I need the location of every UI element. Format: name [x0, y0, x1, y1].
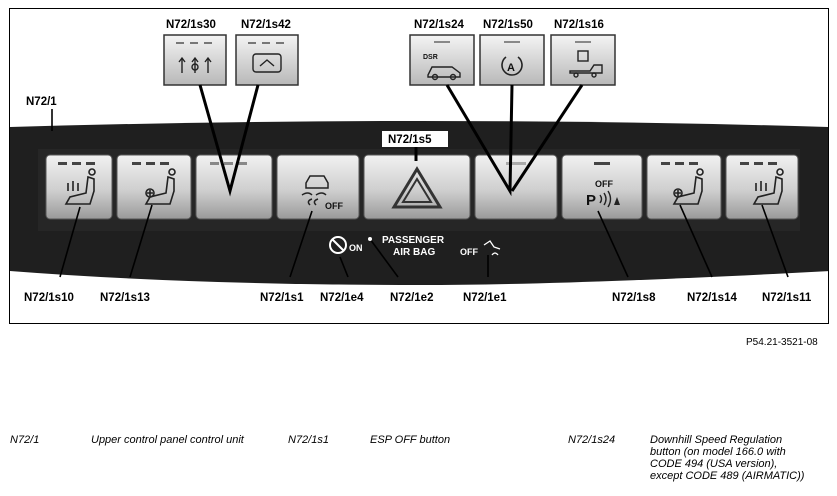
- status-leds: [210, 162, 247, 165]
- dsr-car-icon: [427, 66, 461, 81]
- seat-ventilation-icon: [672, 168, 704, 205]
- icon-tile-s42: [235, 34, 299, 86]
- status-leds: [661, 162, 698, 165]
- legend-desc-line: button (on model 166.0 with: [650, 446, 786, 458]
- svg-text:A: A: [507, 62, 515, 74]
- label-s11: N72/1s11: [762, 292, 812, 304]
- status-leds: [506, 162, 526, 165]
- button-s1[interactable]: OFF: [276, 154, 360, 220]
- esp-off-text: OFF: [325, 201, 343, 211]
- legend-desc-line: except CODE 489 (AIRMATIC)): [650, 470, 805, 482]
- passenger-airbag-icon: [483, 240, 501, 256]
- legend-code-n72-1s1: N72/1s1: [288, 434, 329, 446]
- label-s1: N72/1s1: [260, 292, 304, 304]
- icon-tile-s50: A: [479, 34, 545, 86]
- esp-car-icon: [301, 175, 329, 206]
- seat-heat-icon: [64, 168, 96, 205]
- label-e2: N72/1e2: [390, 292, 433, 304]
- legend-desc-line: CODE 494 (USA version),: [650, 458, 778, 470]
- legend-desc-line: Downhill Speed Regulation: [650, 434, 783, 446]
- button-s10[interactable]: [45, 154, 113, 220]
- eco-start-stop-icon: A: [501, 56, 523, 76]
- icon-tile-s16: [550, 34, 616, 86]
- seat-ventilation-icon: [144, 168, 176, 205]
- status-leds: [58, 162, 95, 165]
- label-e1: N72/1e1: [463, 292, 507, 304]
- dsr-text: DSR: [423, 54, 438, 61]
- button-s5-hazard[interactable]: [363, 154, 471, 220]
- label-s24: N72/1s24: [414, 19, 464, 31]
- icon-tile-s24: DSR: [409, 34, 475, 86]
- label-s8: N72/1s8: [612, 292, 656, 304]
- button-s8[interactable]: OFF P: [561, 154, 643, 220]
- legend-desc-n72-1s1: ESP OFF button: [370, 434, 451, 446]
- label-s13: N72/1s13: [100, 292, 150, 304]
- label-s50: N72/1s50: [483, 19, 533, 31]
- button-s14[interactable]: [646, 154, 722, 220]
- parktronic-off-text: OFF: [595, 179, 613, 189]
- status-leds: [132, 162, 169, 165]
- airbag-on-text: ON: [349, 243, 363, 253]
- airbag-disabled-icon: [329, 236, 347, 254]
- seat-heat-icon: [752, 168, 784, 205]
- rear-blind-icon: [252, 53, 282, 73]
- label-s42: N72/1s42: [241, 19, 291, 31]
- legend-code-n72-1s24: N72/1s24: [568, 434, 616, 446]
- indicator-led-e2: [368, 237, 372, 241]
- status-leds: [740, 162, 777, 165]
- legend-desc-n72-1s24: Downhill Speed Regulation button (on mod…: [650, 434, 804, 482]
- label-e4: N72/1e4: [320, 292, 364, 304]
- label-s10: N72/1s10: [24, 292, 74, 304]
- airbag-text: AIR BAG: [393, 247, 435, 258]
- svg-text:P: P: [586, 192, 596, 209]
- label-s5-box: [382, 131, 448, 147]
- label-s30: N72/1s30: [166, 19, 216, 31]
- label-s16: N72/1s16: [554, 19, 604, 31]
- legend-code-n72-1: N72/1: [10, 434, 40, 446]
- legend-desc-n72-1: Upper control panel control unit: [91, 434, 244, 446]
- control-panel-diagram: OFF OFF P: [10, 19, 828, 304]
- trailer-icon: [569, 50, 603, 78]
- figure-reference: P54.21-3521-08: [746, 337, 818, 348]
- button-s11[interactable]: [725, 154, 799, 220]
- label-s14: N72/1s14: [687, 292, 737, 304]
- rear-window-heat-icon: [178, 56, 212, 73]
- label-n72-1: N72/1: [26, 96, 57, 108]
- hazard-triangle-icon: [391, 166, 443, 209]
- leader-lines-thin: [51, 109, 789, 278]
- icon-tile-s30: [163, 34, 227, 86]
- button-s13[interactable]: [116, 154, 192, 220]
- diagram-frame: OFF OFF P: [9, 8, 829, 324]
- status-leds: [594, 162, 610, 165]
- button-s30-s42-rocker[interactable]: [195, 154, 273, 220]
- airbag-off-text: OFF: [460, 247, 478, 257]
- label-s5: N72/1s5: [388, 134, 432, 146]
- passenger-text: PASSENGER: [382, 235, 445, 246]
- parktronic-icon: P: [586, 190, 620, 209]
